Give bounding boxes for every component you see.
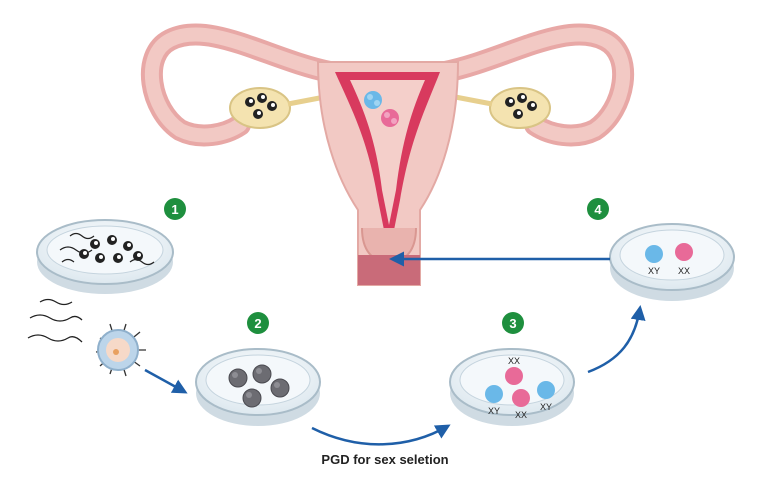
left-ovary bbox=[229, 87, 331, 129]
arrow-egg-to-step-2 bbox=[144, 368, 188, 394]
implanted-embryo-blue bbox=[364, 91, 382, 109]
arrow-step-2-to-step-3 bbox=[311, 424, 451, 446]
embryo-blue bbox=[645, 245, 663, 263]
svg-text:3: 3 bbox=[509, 316, 516, 331]
embryo-blue bbox=[485, 385, 503, 403]
step-3-badge: 3 bbox=[502, 312, 524, 334]
step-2-dish bbox=[195, 348, 321, 426]
svg-text:4: 4 bbox=[594, 202, 602, 217]
step-2-badge: 2 bbox=[247, 312, 269, 334]
embryo-label: XY bbox=[488, 406, 500, 416]
embryo-pink bbox=[505, 367, 523, 385]
sperm-cells bbox=[27, 298, 83, 343]
uterus-illustration bbox=[140, 23, 635, 286]
embryo-label: XY bbox=[540, 402, 552, 412]
step-3-dish: XX XY XX XY bbox=[449, 348, 575, 426]
embryo-label: XX bbox=[678, 266, 690, 276]
implanted-embryo-pink bbox=[381, 109, 399, 127]
step-4-badge: 4 bbox=[587, 198, 609, 220]
embryo-pink bbox=[512, 389, 530, 407]
arrow-step-3-to-step-4 bbox=[587, 305, 646, 374]
svg-text:1: 1 bbox=[171, 202, 178, 217]
right-ovary bbox=[449, 87, 551, 129]
step-1-badge: 1 bbox=[164, 198, 186, 220]
embryo-pink bbox=[675, 243, 693, 261]
embryo-label: XY bbox=[648, 266, 660, 276]
step-1-dish bbox=[36, 219, 174, 294]
embryo-blue bbox=[537, 381, 555, 399]
svg-text:2: 2 bbox=[254, 316, 261, 331]
embryo-label: XX bbox=[515, 410, 527, 420]
embryo-label: XX bbox=[508, 356, 520, 366]
egg-fertilization bbox=[27, 298, 146, 377]
diagram-caption: PGD for sex seletion bbox=[321, 452, 449, 467]
step-4-dish: XY XX bbox=[609, 223, 735, 301]
